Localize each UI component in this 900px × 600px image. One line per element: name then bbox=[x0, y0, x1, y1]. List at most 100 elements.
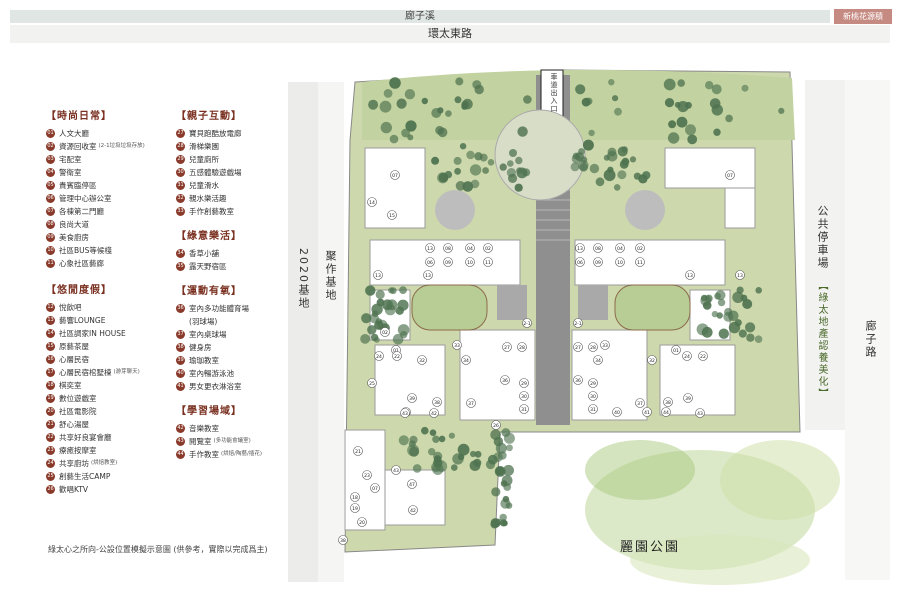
tree-icon bbox=[429, 429, 437, 437]
legend-number-badge: 41 bbox=[176, 382, 185, 391]
top-garden bbox=[362, 69, 795, 140]
legend-item-label: 悅飲吧 bbox=[59, 303, 82, 312]
tree-icon bbox=[428, 448, 436, 456]
legend-number-badge: 35 bbox=[176, 262, 185, 271]
svg-text:29: 29 bbox=[590, 381, 596, 387]
tree-icon bbox=[612, 95, 619, 102]
tree-icon bbox=[668, 120, 677, 129]
legend-item-note: (游芽聊天) bbox=[113, 369, 140, 375]
tree-icon bbox=[717, 298, 726, 307]
legend-number-badge: 43 bbox=[176, 437, 185, 446]
facility-marker: 09 bbox=[443, 257, 453, 267]
tree-icon bbox=[461, 103, 468, 110]
legend-item-label: 室內多功能體育場 bbox=[189, 304, 249, 313]
svg-text:37: 37 bbox=[637, 401, 643, 407]
facility-marker: 14 bbox=[367, 197, 377, 207]
facility-marker: 43 bbox=[695, 408, 705, 418]
svg-text:39: 39 bbox=[409, 396, 415, 402]
paving-w bbox=[497, 285, 527, 320]
tree-icon bbox=[469, 164, 482, 176]
svg-text:07: 07 bbox=[392, 173, 398, 179]
tree-icon bbox=[404, 89, 416, 100]
legend-number-badge: 42 bbox=[176, 424, 185, 433]
legend-item-label: 手作教室 bbox=[189, 450, 219, 459]
legend-number-badge: 32 bbox=[176, 194, 185, 203]
tree-icon bbox=[454, 96, 462, 104]
tree-icon bbox=[373, 336, 380, 343]
facility-marker: 08 bbox=[593, 243, 603, 253]
facility-marker: 18 bbox=[350, 492, 360, 502]
legend-item-label: 藝響LOUNGE bbox=[59, 316, 106, 325]
tree-icon bbox=[523, 95, 532, 104]
tree-icon bbox=[501, 428, 511, 437]
tree-icon bbox=[382, 299, 393, 311]
svg-text:33: 33 bbox=[602, 343, 608, 349]
plaza-left bbox=[435, 190, 475, 230]
svg-text:13: 13 bbox=[687, 273, 693, 279]
legend-number-badge: 02 bbox=[46, 142, 55, 151]
legend-item-label: 創藝生活CAMP bbox=[59, 472, 111, 481]
tree-icon bbox=[491, 487, 501, 497]
tree-icon bbox=[608, 79, 615, 86]
tree-icon bbox=[451, 464, 458, 471]
inner-paving bbox=[497, 285, 608, 320]
tree-icon bbox=[448, 432, 455, 439]
legend-number-badge: 17 bbox=[46, 368, 55, 377]
tree-icon bbox=[629, 156, 637, 163]
tree-icon bbox=[725, 114, 733, 123]
facility-marker: 24 bbox=[374, 351, 384, 361]
facility-marker: 02 bbox=[380, 327, 390, 337]
tree-icon bbox=[499, 163, 507, 171]
legend-item-note: (烘焙/陶藝/插花) bbox=[221, 451, 262, 457]
tree-icon bbox=[581, 97, 591, 107]
tree-icon bbox=[522, 168, 531, 177]
tree-icon bbox=[470, 450, 477, 458]
svg-text:10: 10 bbox=[617, 260, 623, 266]
legend-number-badge: 22 bbox=[46, 433, 55, 442]
tree-icon bbox=[482, 167, 489, 174]
svg-text:32: 32 bbox=[649, 358, 655, 364]
svg-text:29: 29 bbox=[521, 381, 527, 387]
facility-marker: 24 bbox=[682, 351, 692, 361]
legend-number-badge: 10 bbox=[46, 246, 55, 255]
tree-icon bbox=[367, 325, 377, 335]
tree-icon bbox=[728, 321, 741, 334]
legend-item: (羽球場) bbox=[176, 315, 262, 328]
svg-text:47: 47 bbox=[409, 482, 415, 488]
facility-marker: 13 bbox=[425, 243, 435, 253]
building-blocks bbox=[344, 147, 756, 531]
svg-text:38: 38 bbox=[340, 538, 346, 544]
tree-icon bbox=[755, 287, 762, 294]
tree-icon bbox=[742, 299, 753, 309]
svg-text:01: 01 bbox=[673, 348, 679, 354]
legend-item-label: 社區調家IN HOUSE bbox=[59, 329, 126, 338]
courtyard-e bbox=[614, 284, 691, 331]
svg-text:2-1: 2-1 bbox=[523, 321, 530, 327]
creek-banner: 廊子溪 bbox=[10, 10, 830, 23]
facility-marker: 08 bbox=[443, 243, 453, 253]
tree-icon bbox=[514, 183, 523, 192]
legend-number-badge: 01 bbox=[46, 129, 55, 138]
tree-icon bbox=[570, 162, 580, 172]
legend-item-label: 心層民宿 bbox=[59, 355, 89, 364]
tree-icon bbox=[741, 84, 749, 92]
legend-item-label: 宅配室 bbox=[59, 155, 82, 164]
svg-text:22: 22 bbox=[394, 354, 400, 360]
facility-marker: 47 bbox=[407, 479, 417, 489]
facility-marker: 37 bbox=[466, 398, 476, 408]
legend-item-label: 室內暢游泳池 bbox=[189, 369, 234, 378]
facility-marker: 31 bbox=[588, 404, 598, 414]
legend-number-badge: 18 bbox=[46, 381, 55, 390]
facility-marker: 32 bbox=[647, 355, 657, 365]
